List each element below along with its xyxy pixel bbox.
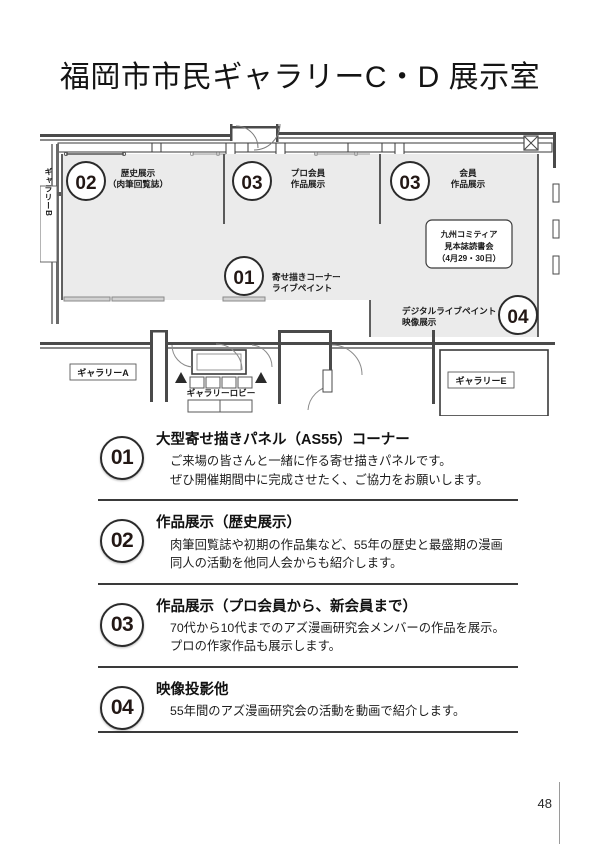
- legend-body-01-line1: ご来場の皆さんと一緒に作る寄せ描きパネルです。: [170, 454, 452, 469]
- zone-03-pro-line2: 作品展示: [291, 178, 326, 189]
- zone-label-02: 歴史展示 （肉筆回覧誌）: [108, 167, 168, 189]
- zone-label-03-pro: プロ会員 作品展示: [291, 167, 326, 189]
- legend-heading-04: 映像投影他: [156, 681, 229, 698]
- page-footer: 48: [0, 782, 600, 848]
- direction-markers: [175, 372, 267, 383]
- legend-item-04: 04 映像投影他 55年間のアズ漫画研究会の活動を動画で紹介します。: [98, 682, 518, 733]
- zone-01-line1: 寄せ描きコーナー: [272, 271, 341, 282]
- zone-02-line1: 歴史展示: [121, 167, 156, 178]
- zone-01-line2: ライブペイント: [272, 282, 332, 293]
- page-title: 福岡市市民ギャラリーC・D 展示室: [59, 61, 541, 94]
- legend-heading-01: 大型寄せ描きパネル（AS55）コーナー: [156, 432, 410, 448]
- plan-hall-base: [63, 296, 266, 302]
- callout-line1: 九州コミティア: [440, 229, 498, 239]
- legend-body-03-line2: プロの作家作品も展示します。: [170, 639, 341, 654]
- callout-line2: 見本誌読書会: [443, 241, 494, 251]
- legend-body-01: ご来場の皆さんと一緒に作る寄せ描きパネルです。 ぜひ開催期間中に完成させたく、ご…: [156, 452, 518, 489]
- zone-label-04: デジタルライブペイント 映像展示: [402, 305, 496, 327]
- plan-badge-03-pro: 03: [232, 161, 272, 201]
- plan-badge-04: 04: [498, 295, 538, 335]
- legend-badge-04: 04: [100, 685, 144, 730]
- plan-interior-partitions: [223, 154, 381, 224]
- plan-badge-03-pro-text: 03: [241, 173, 262, 194]
- plan-top-door-arcs: [235, 124, 281, 151]
- legend-badge-01: 01: [100, 436, 144, 480]
- legend-badge-02: 02: [100, 519, 144, 564]
- room-label-gallery-lobby: ギャラリーロビー: [187, 387, 256, 398]
- callout-line3: （4月29・30日）: [437, 253, 501, 263]
- legend-item-01: 01 大型寄せ描きパネル（AS55）コーナー ご来場の皆さんと一緒に作る寄せ描き…: [98, 432, 518, 502]
- legend-body-02-line1: 肉筆回覧誌や初期の作品集など、55年の歴史と最盛期の漫画: [170, 537, 503, 552]
- zone-label-03-member: 会員 作品展示: [451, 167, 486, 189]
- zone-03-member-line2: 作品展示: [451, 178, 486, 189]
- zone-04-line2: 映像展示: [402, 316, 437, 327]
- legend-body-01-line2: ぜひ開催期間中に完成させたく、ご協力をお願いします。: [170, 472, 489, 487]
- room-label-gallery-e-text: ギャラリーE: [455, 375, 506, 386]
- plan-badge-02: 02: [66, 161, 106, 201]
- callout-box: 九州コミティア 見本誌読書会 （4月29・30日）: [425, 219, 513, 269]
- plan-badge-02-text: 02: [75, 173, 96, 194]
- room-label-gallery-b-text: ギャラリーB: [44, 167, 53, 217]
- plan-badge-03-member-text: 03: [399, 173, 420, 194]
- plan-hall-fill: [62, 154, 538, 337]
- plan-sliding-tracks: [63, 151, 370, 157]
- legend-body-03: 70代から10代までのアズ漫画研究会メンバーの作品を展示。 プロの作家作品も展示…: [156, 619, 518, 656]
- legend-heading-03: 作品展示（プロ会員から、新会員まで）: [156, 598, 417, 615]
- legend-body-04: 55年間のアズ漫画研究会の活動を動画で紹介します。: [156, 702, 518, 720]
- legend-heading-02: 作品展示（歴史展示）: [156, 515, 301, 532]
- corner-x-marker: [523, 135, 539, 151]
- plan-badge-01: 01: [224, 256, 264, 296]
- plan-north-partition: [57, 142, 553, 156]
- legend-item-02: 02 作品展示（歴史展示） 肉筆回覧誌や初期の作品集など、55年の歴史と最盛期の…: [98, 515, 518, 585]
- plan-badge-04-text: 04: [507, 307, 529, 328]
- room-label-gallery-b: ギャラリーB: [40, 167, 58, 263]
- legend-item-03: 03 作品展示（プロ会員から、新会員まで） 70代から10代までのアズ漫画研究会…: [98, 599, 518, 668]
- lobby-furniture: [187, 349, 253, 413]
- plan-right-door-detail: [322, 183, 560, 393]
- zone-label-01: 寄せ描きコーナー ライブペイント: [272, 271, 341, 293]
- room-label-gallery-lobby-text: ギャラリーロビー: [187, 387, 256, 398]
- plan-badge-03-member: 03: [390, 161, 430, 201]
- legend-body-02: 肉筆回覧誌や初期の作品集など、55年の歴史と最盛期の漫画 同人の活動を他同人会か…: [156, 536, 518, 573]
- plan-badge-01-text: 01: [233, 268, 255, 289]
- footer-vertical-rule: [559, 782, 560, 844]
- zone-04-line1: デジタルライブペイント: [402, 305, 496, 316]
- zone-02-line2: （肉筆回覧誌）: [108, 178, 168, 189]
- room-label-gallery-a-text: ギャラリーA: [77, 367, 129, 378]
- legend-body-02-line2: 同人の活動を他同人会からも紹介します。: [170, 556, 403, 571]
- legend-body-04-line1: 55年間のアズ漫画研究会の活動を動画で紹介します。: [170, 704, 466, 719]
- page-number: 48: [537, 796, 552, 811]
- floorplan-diagram: ギャラリーB 歴史展示 （肉筆回覧誌） プロ会員 作品展示 会員 作品展示 寄せ…: [40, 124, 560, 416]
- plan-corridor-wall: [40, 330, 555, 404]
- zone-03-member-line1: 会員: [459, 167, 477, 178]
- plan-hall-walls: [61, 154, 539, 337]
- room-label-gallery-a: ギャラリーA: [69, 363, 137, 381]
- plan-top-wall: [40, 124, 556, 168]
- legend-list: 01 大型寄せ描きパネル（AS55）コーナー ご来場の皆さんと一緒に作る寄せ描き…: [98, 428, 518, 733]
- zone-03-pro-line1: プロ会員: [291, 167, 326, 178]
- room-gallery-e: ギャラリーE: [439, 349, 549, 416]
- legend-body-03-line1: 70代から10代までのアズ漫画研究会メンバーの作品を展示。: [170, 620, 505, 635]
- legend-badge-03: 03: [100, 602, 144, 647]
